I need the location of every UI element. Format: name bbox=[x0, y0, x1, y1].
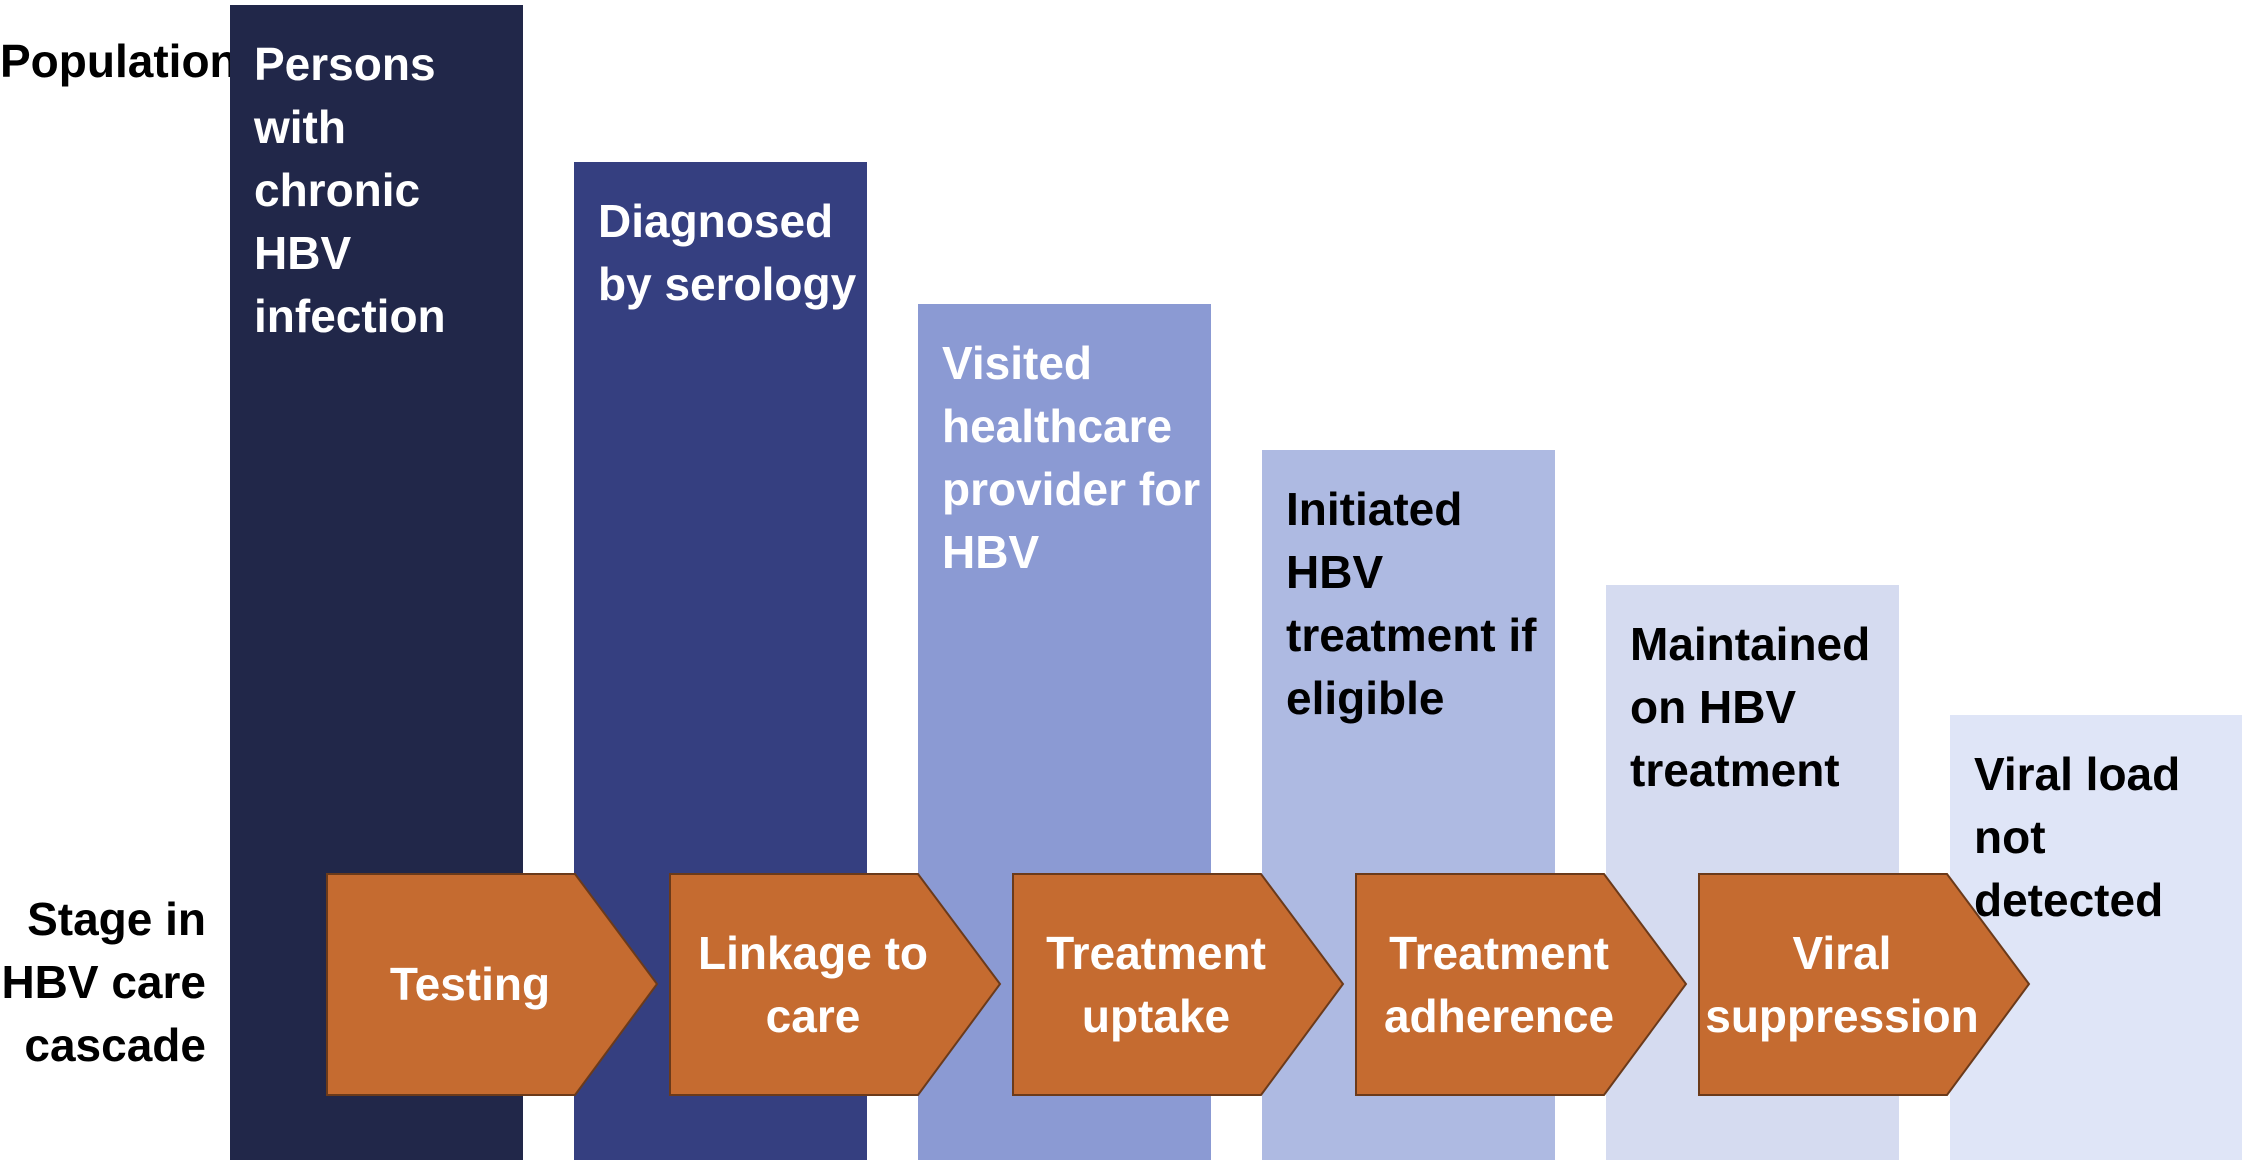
arrow-shape bbox=[326, 873, 659, 1096]
stage-arrow-linkage-to-care: Linkage to care bbox=[668, 872, 1004, 1097]
stage-arrow-label: Linkage to care bbox=[697, 926, 929, 1042]
stage-row-label: Stage in HBV care cascade bbox=[1, 893, 206, 1071]
arrow-shape bbox=[1012, 873, 1345, 1096]
population-bar-label: Initiated HBV treatment if eligible bbox=[1286, 483, 1537, 724]
stage-arrow-treatment-adherence: Treatment adherence bbox=[1354, 872, 1690, 1097]
arrow-shape bbox=[669, 873, 1002, 1096]
population-bar-label: Maintained on HBV treatment bbox=[1630, 618, 1871, 796]
population-bar-label: Persons with chronic HBV infection bbox=[254, 38, 446, 342]
stage-arrow-label: Treatment adherence bbox=[1383, 926, 1615, 1042]
population-bar-label: Visited healthcare provider for HBV bbox=[942, 337, 1201, 578]
stage-arrow-label: Testing bbox=[389, 958, 551, 1010]
arrow-shape bbox=[1355, 873, 1688, 1096]
population-bar-label: Viral load not detected bbox=[1974, 748, 2181, 926]
stage-arrow-testing: Testing bbox=[325, 872, 661, 1097]
stage-arrow-treatment-uptake: Treatment uptake bbox=[1011, 872, 1347, 1097]
population-bar-viral-load-not-detected: Viral load not detected bbox=[1950, 715, 2242, 1160]
stage-arrow-viral-suppression: Viral suppression bbox=[1697, 872, 2033, 1097]
population-row-label: Population bbox=[0, 35, 238, 87]
stage-arrow-label: Viral suppression bbox=[1705, 926, 1979, 1042]
stage-arrow-label: Treatment uptake bbox=[1046, 926, 1266, 1042]
arrow-shape bbox=[1698, 873, 2031, 1096]
population-bar-label: Diagnosed by serology bbox=[598, 195, 857, 310]
